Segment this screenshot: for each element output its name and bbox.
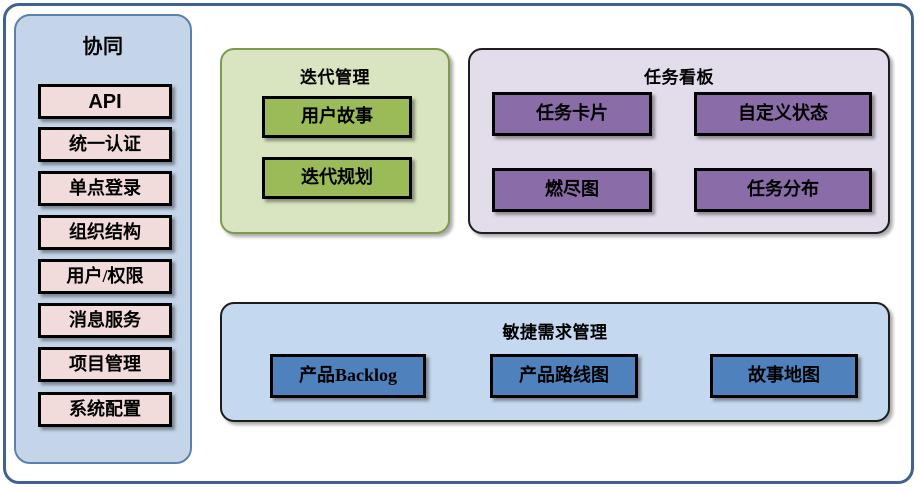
panel-collaboration-title: 协同 [82,36,124,58]
sidebar-item-sso[interactable]: 单点登录 [38,171,172,206]
panel-iteration-title: 迭代管理 [300,68,370,87]
taskboard-item-task-card[interactable]: 任务卡片 [492,92,652,136]
sidebar-item-user-permission[interactable]: 用户/权限 [38,259,172,294]
taskboard-item-task-distribution[interactable]: 任务分布 [694,168,872,212]
sidebar-item-unified-auth[interactable]: 统一认证 [38,127,172,162]
agile-item-story-map[interactable]: 故事地图 [710,354,858,398]
sidebar-item-project-management[interactable]: 项目管理 [38,347,172,382]
iteration-item-iteration-planning[interactable]: 迭代规划 [262,157,412,199]
taskboard-item-burndown-chart[interactable]: 燃尽图 [492,168,652,212]
agile-item-product-roadmap[interactable]: 产品路线图 [490,354,638,398]
sidebar-item-org-structure[interactable]: 组织结构 [38,215,172,250]
sidebar-item-message-service[interactable]: 消息服务 [38,303,172,338]
agile-item-product-backlog[interactable]: 产品Backlog [270,354,426,398]
panel-agile-title: 敏捷需求管理 [502,323,608,342]
panel-iteration-management[interactable]: 迭代管理 用户故事 迭代规划 [220,48,450,234]
taskboard-item-custom-status[interactable]: 自定义状态 [694,92,872,136]
sidebar-item-system-config[interactable]: 系统配置 [38,392,172,427]
iteration-item-user-story[interactable]: 用户故事 [262,96,412,138]
panel-task-board[interactable]: 任务看板 任务卡片 自定义状态 燃尽图 任务分布 [468,48,890,234]
panel-task-board-title: 任务看板 [644,68,714,87]
panel-collaboration[interactable]: 协同 API 统一认证 单点登录 组织结构 用户/权限 消息服务 项目管理 系统… [14,14,192,464]
sidebar-item-api[interactable]: API [38,84,172,119]
